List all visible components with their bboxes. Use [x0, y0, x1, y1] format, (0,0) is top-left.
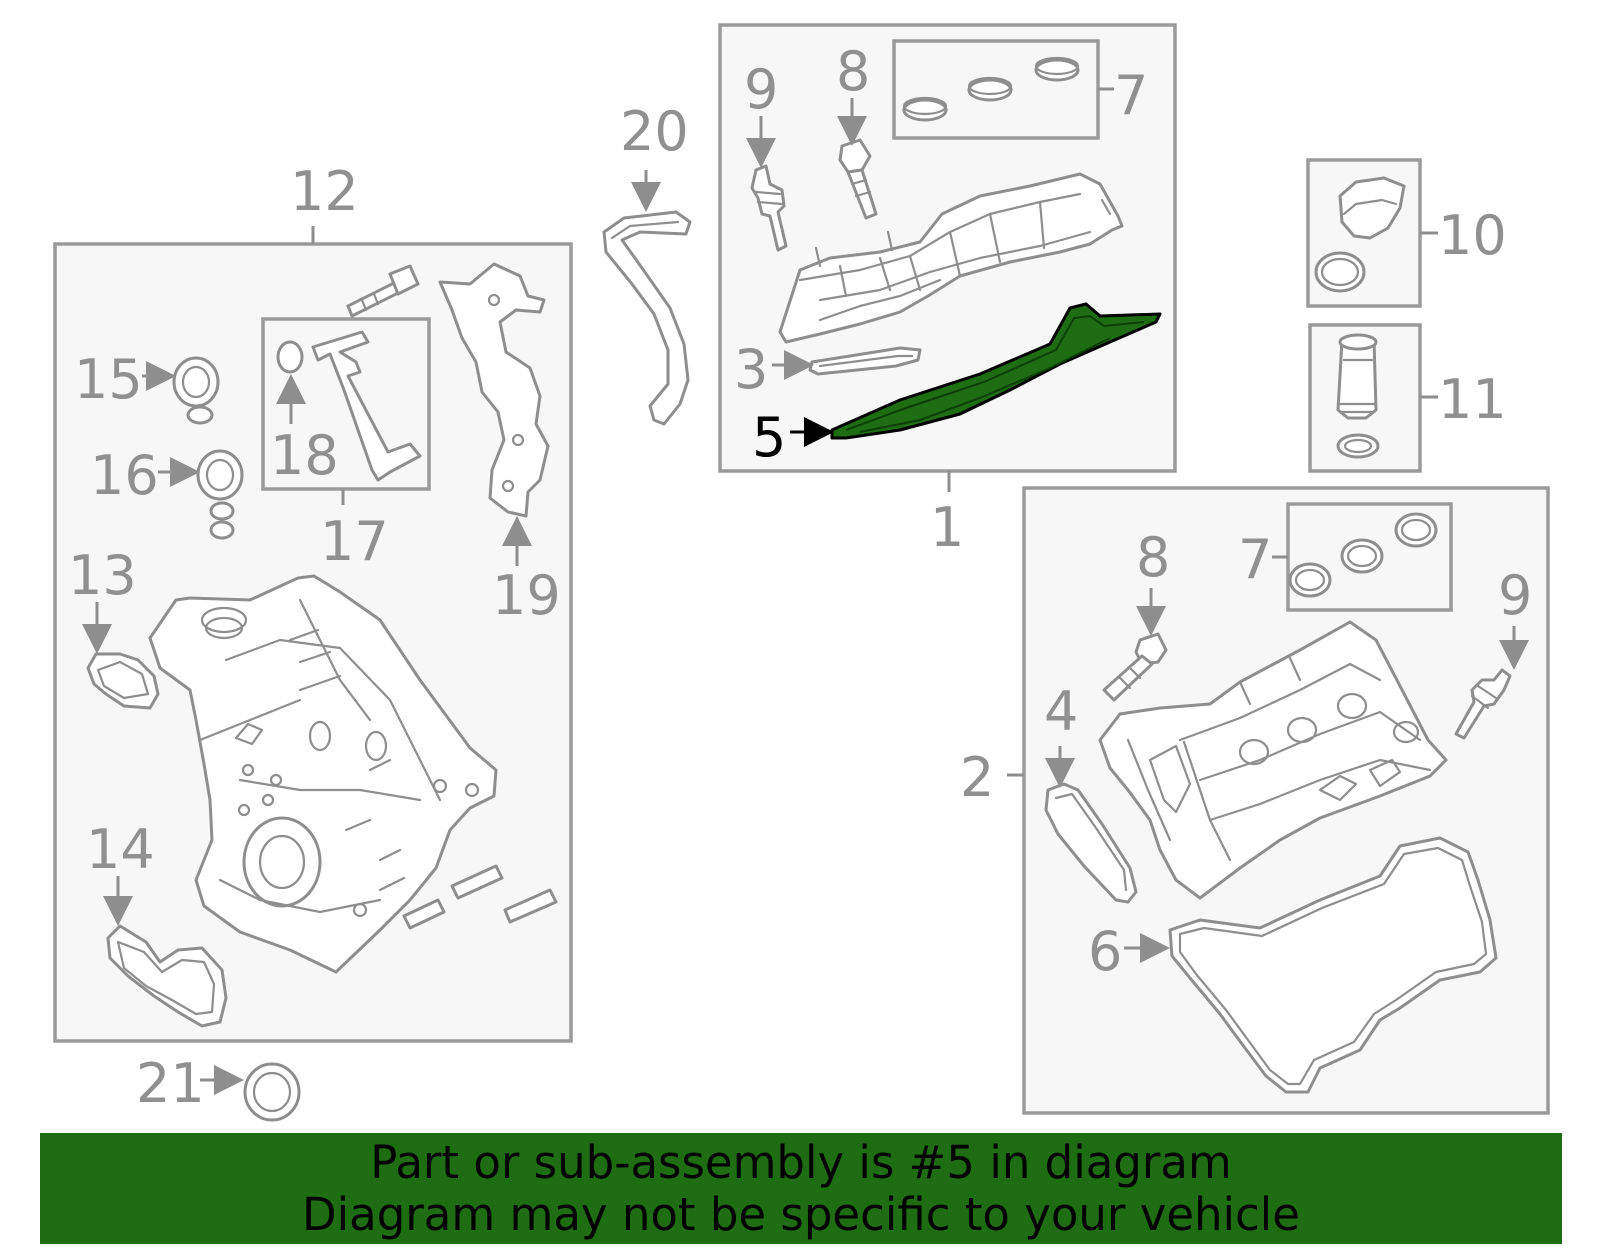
belt-14 [106, 924, 228, 1028]
valve-cover-2 [1098, 620, 1448, 900]
gasket-19 [438, 262, 550, 518]
callout-12: 12 [290, 160, 359, 223]
callout-4: 4 [1044, 680, 1078, 743]
gasket-6 [1168, 836, 1498, 1094]
banner-line-2: Diagram may not be specific to your vehi… [302, 1188, 1300, 1241]
seal-15 [172, 356, 220, 425]
timing-cover [148, 574, 498, 974]
callout-7: 7 [1238, 528, 1272, 591]
callout-14: 14 [86, 818, 155, 881]
callout-6: 6 [1088, 920, 1122, 983]
callout-18: 18 [270, 424, 339, 487]
bolt-8-right [1102, 632, 1168, 702]
callout-1: 1 [930, 496, 964, 559]
hose-20 [602, 210, 692, 426]
seal-7-right [1288, 512, 1438, 598]
callout-13: 13 [68, 544, 137, 607]
sub-box-17 [261, 317, 431, 491]
callout-7: 7 [1114, 64, 1148, 127]
info-banner: Part or sub-assembly is #5 in diagram Di… [40, 1133, 1562, 1244]
callout-9: 9 [744, 58, 778, 121]
o-ring-18 [276, 340, 304, 374]
banner-line-1: Part or sub-assembly is #5 in diagram [370, 1136, 1232, 1189]
callout-9: 9 [1498, 564, 1532, 627]
valve-cover-1 [778, 172, 1124, 344]
callout-21: 21 [136, 1052, 205, 1115]
callout-17: 17 [320, 510, 389, 573]
oil-tube-17 [311, 330, 422, 482]
oil-filler-cap-10 [1314, 176, 1406, 293]
callout-8: 8 [1136, 526, 1170, 589]
callout-10: 10 [1438, 204, 1507, 267]
callout-19: 19 [492, 564, 561, 627]
callout-2: 2 [960, 746, 994, 809]
callout-15: 15 [74, 348, 143, 411]
gasket-5-highlighted [830, 302, 1162, 440]
dowel-pin [402, 864, 558, 930]
timing-cover-bolt [346, 264, 420, 318]
callout-11: 11 [1438, 368, 1507, 431]
seal-21 [243, 1062, 301, 1122]
seal-7-top [902, 56, 1080, 122]
callout-8: 8 [836, 40, 870, 103]
sensor-9-top [750, 164, 788, 252]
callout-16: 16 [90, 444, 159, 507]
sensor-9-right [1454, 668, 1512, 740]
oil-filter-11 [1336, 333, 1380, 459]
callout-5: 5 [752, 406, 786, 469]
callout-3: 3 [734, 338, 768, 401]
callout-20: 20 [620, 100, 689, 163]
gasket-4 [1044, 782, 1138, 904]
